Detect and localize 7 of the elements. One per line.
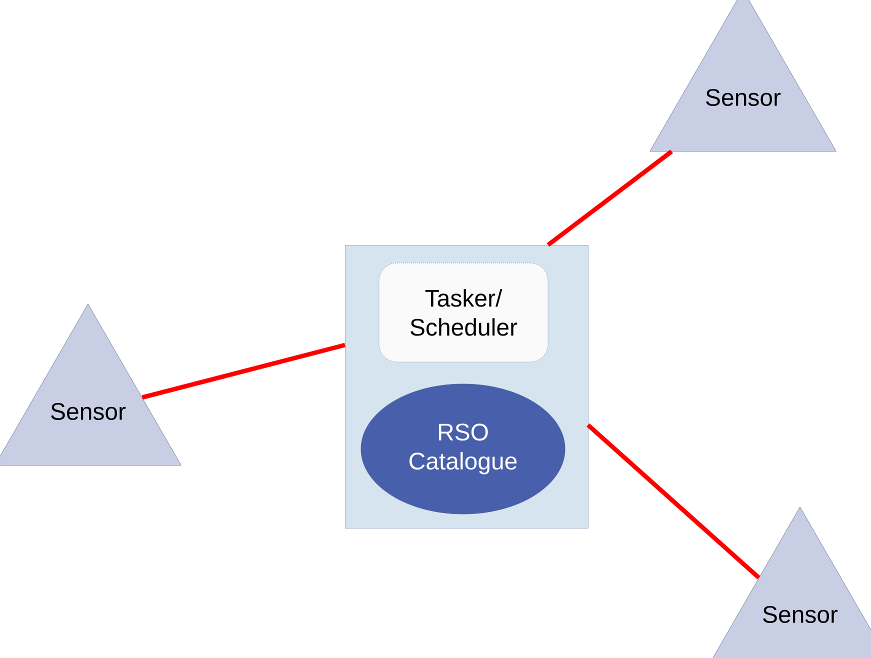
connector-line xyxy=(546,150,673,247)
connector-line xyxy=(142,342,346,400)
sensor-triangle: Sensor xyxy=(650,0,836,152)
sensor-triangle: Sensor xyxy=(706,506,871,658)
sensor-triangle: Sensor xyxy=(0,304,182,466)
connector-line xyxy=(586,423,760,580)
rounded-box: Tasker/ Scheduler xyxy=(378,262,548,362)
